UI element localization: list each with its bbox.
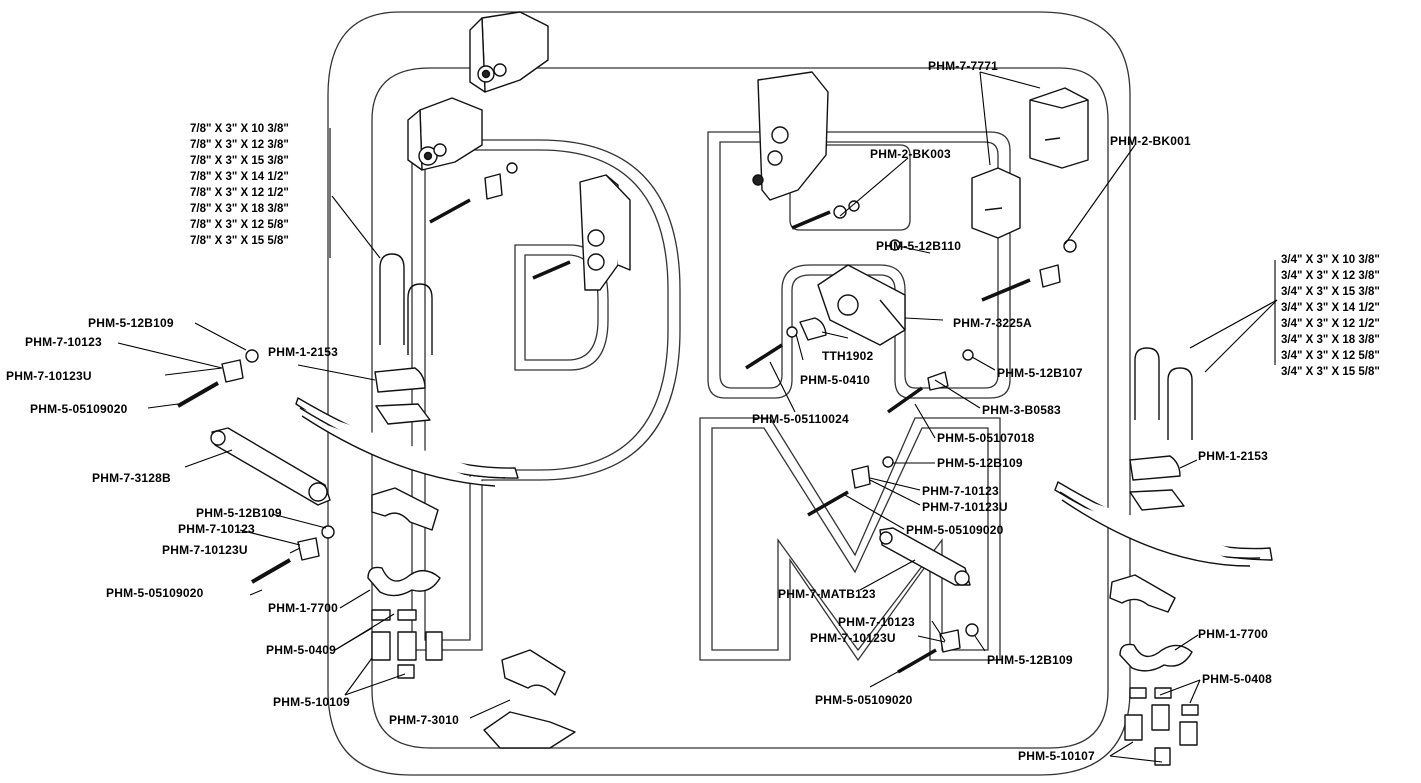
- label-c-matb: PHM-7-MATB123: [778, 587, 876, 601]
- left-size-2: 7/8" X 3" X 12 3/8": [190, 139, 289, 151]
- ubolts-right: [1134, 347, 1193, 440]
- right-size-2: 3/4" X 3" X 12 3/8": [1281, 270, 1380, 282]
- matb-link: [879, 527, 971, 586]
- hanger-p-bowl: [579, 174, 631, 291]
- clamp-left: [367, 566, 441, 597]
- label-l-nut-mid: PHM-5-12B109: [196, 506, 282, 520]
- left-size-list: 7/8" X 3" X 10 3/8" 7/8" X 3" X 12 3/8" …: [190, 123, 289, 247]
- ubolt-plate-right: [1129, 455, 1185, 511]
- part-labels: PHM-5-12B109 PHM-7-10123 PHM-7-10123U PH…: [6, 59, 1272, 763]
- label-l-bolt-mid: PHM-5-05109020: [106, 586, 204, 600]
- clamp-right: [1119, 643, 1193, 672]
- label-l-bushing-u-mid: PHM-7-10123U: [162, 543, 248, 557]
- label-l-clamp: PHM-1-7700: [268, 601, 338, 615]
- right-size-8: 3/4" X 3" X 15 5/8": [1281, 366, 1380, 378]
- ubolts-left: [379, 253, 433, 355]
- leaf-spring-left: [295, 397, 519, 487]
- label-l-bushing-mid: PHM-7-10123: [178, 522, 255, 536]
- label-l-washer: PHM-5-0409: [266, 643, 336, 657]
- right-size-5: 3/4" X 3" X 12 1/2": [1281, 318, 1380, 330]
- ubolt-plate-left: [374, 367, 431, 425]
- label-c-bolt-20a: PHM-5-05109020: [906, 523, 1004, 537]
- left-size-4: 7/8" X 3" X 14 1/2": [190, 171, 289, 183]
- equalizer-3128b: [210, 427, 331, 506]
- label-r-nut: PHM-5-10107: [1018, 749, 1095, 763]
- label-c-bracket-1: PHM-2-BK001: [1110, 134, 1191, 148]
- label-l-bushing-top: PHM-7-10123: [25, 335, 102, 349]
- label-c-washer-410: PHM-5-0410: [800, 373, 870, 387]
- label-l-seat: PHM-7-3010: [389, 713, 459, 727]
- right-size-1: 3/4" X 3" X 10 3/8": [1281, 254, 1380, 266]
- label-l-ubolt-plate: PHM-1-2153: [268, 345, 338, 359]
- label-c-hanger-top: PHM-7-7771: [928, 59, 998, 73]
- left-size-6: 7/8" X 3" X 18 3/8": [190, 203, 289, 215]
- hanger-upper-left: [407, 97, 483, 171]
- label-c-bolt-20b: PHM-5-05109020: [815, 693, 913, 707]
- label-c-nut-110: PHM-5-12B110: [876, 239, 961, 253]
- label-c-sleeve: PHM-3-B0583: [982, 403, 1061, 417]
- left-size-8: 7/8" X 3" X 15 5/8": [190, 235, 289, 247]
- label-c-bolt-18: PHM-5-05107018: [937, 431, 1035, 445]
- label-l-bushing-u-top: PHM-7-10123U: [6, 369, 92, 383]
- bracket-bk003-right: [971, 167, 1021, 239]
- label-r-clamp: PHM-1-7700: [1198, 627, 1268, 641]
- hanger-top-left: [469, 11, 549, 93]
- hanger-7771: [1029, 87, 1089, 169]
- label-l-nut-low: PHM-5-10109: [273, 695, 350, 709]
- right-size-list: 3/4" X 3" X 10 3/8" 3/4" X 3" X 12 3/8" …: [1281, 254, 1380, 378]
- label-l-equalizer: PHM-7-3128B: [92, 471, 171, 485]
- small-hardware: [177, 162, 1199, 766]
- label-r-washer: PHM-5-0408: [1202, 672, 1272, 686]
- label-c-bolt-24: PHM-5-05110024: [752, 412, 849, 426]
- right-size-3: 3/4" X 3" X 15 3/8": [1281, 286, 1380, 298]
- label-c-bush-u-b: PHM-7-10123U: [810, 631, 896, 645]
- label-c-nut-109b: PHM-5-12B109: [987, 653, 1073, 667]
- seat-left: [371, 487, 439, 531]
- hanger-3225a: [817, 264, 906, 346]
- left-size-1: 7/8" X 3" X 10 3/8": [190, 123, 289, 135]
- leader-lines: [117, 71, 1278, 763]
- label-c-bracket-3: PHM-2-BK003: [870, 147, 951, 161]
- label-c-bush-u-a: PHM-7-10123U: [922, 500, 1008, 514]
- label-c-hanger-3225: PHM-7-3225A: [953, 316, 1032, 330]
- left-size-7: 7/8" X 3" X 12 5/8": [190, 219, 289, 231]
- label-r-ubolt-plate: PHM-1-2153: [1198, 449, 1268, 463]
- right-size-4: 3/4" X 3" X 14 1/2": [1281, 302, 1380, 314]
- seat-3010: [483, 649, 576, 749]
- label-c-bush-b: PHM-7-10123: [838, 615, 915, 629]
- label-l-nut-top: PHM-5-12B109: [88, 316, 174, 330]
- hanger-r-top: [752, 71, 829, 201]
- frame-outline: [327, 11, 1131, 776]
- left-size-5: 7/8" X 3" X 12 1/2": [190, 187, 289, 199]
- seat-right: [1109, 574, 1176, 613]
- right-size-7: 3/4" X 3" X 12 5/8": [1281, 350, 1380, 362]
- left-size-3: 7/8" X 3" X 15 3/8": [190, 155, 289, 167]
- right-size-6: 3/4" X 3" X 18 3/8": [1281, 334, 1380, 346]
- label-c-bush-a: PHM-7-10123: [922, 484, 999, 498]
- label-c-nut-107: PHM-5-12B107: [997, 366, 1083, 380]
- leaf-spring-right: [1054, 481, 1273, 567]
- label-l-bolt-top: PHM-5-05109020: [30, 402, 128, 416]
- label-c-tth: TTH1902: [822, 349, 874, 363]
- label-c-nut-109a: PHM-5-12B109: [937, 456, 1023, 470]
- letter-p-outline: [411, 139, 681, 651]
